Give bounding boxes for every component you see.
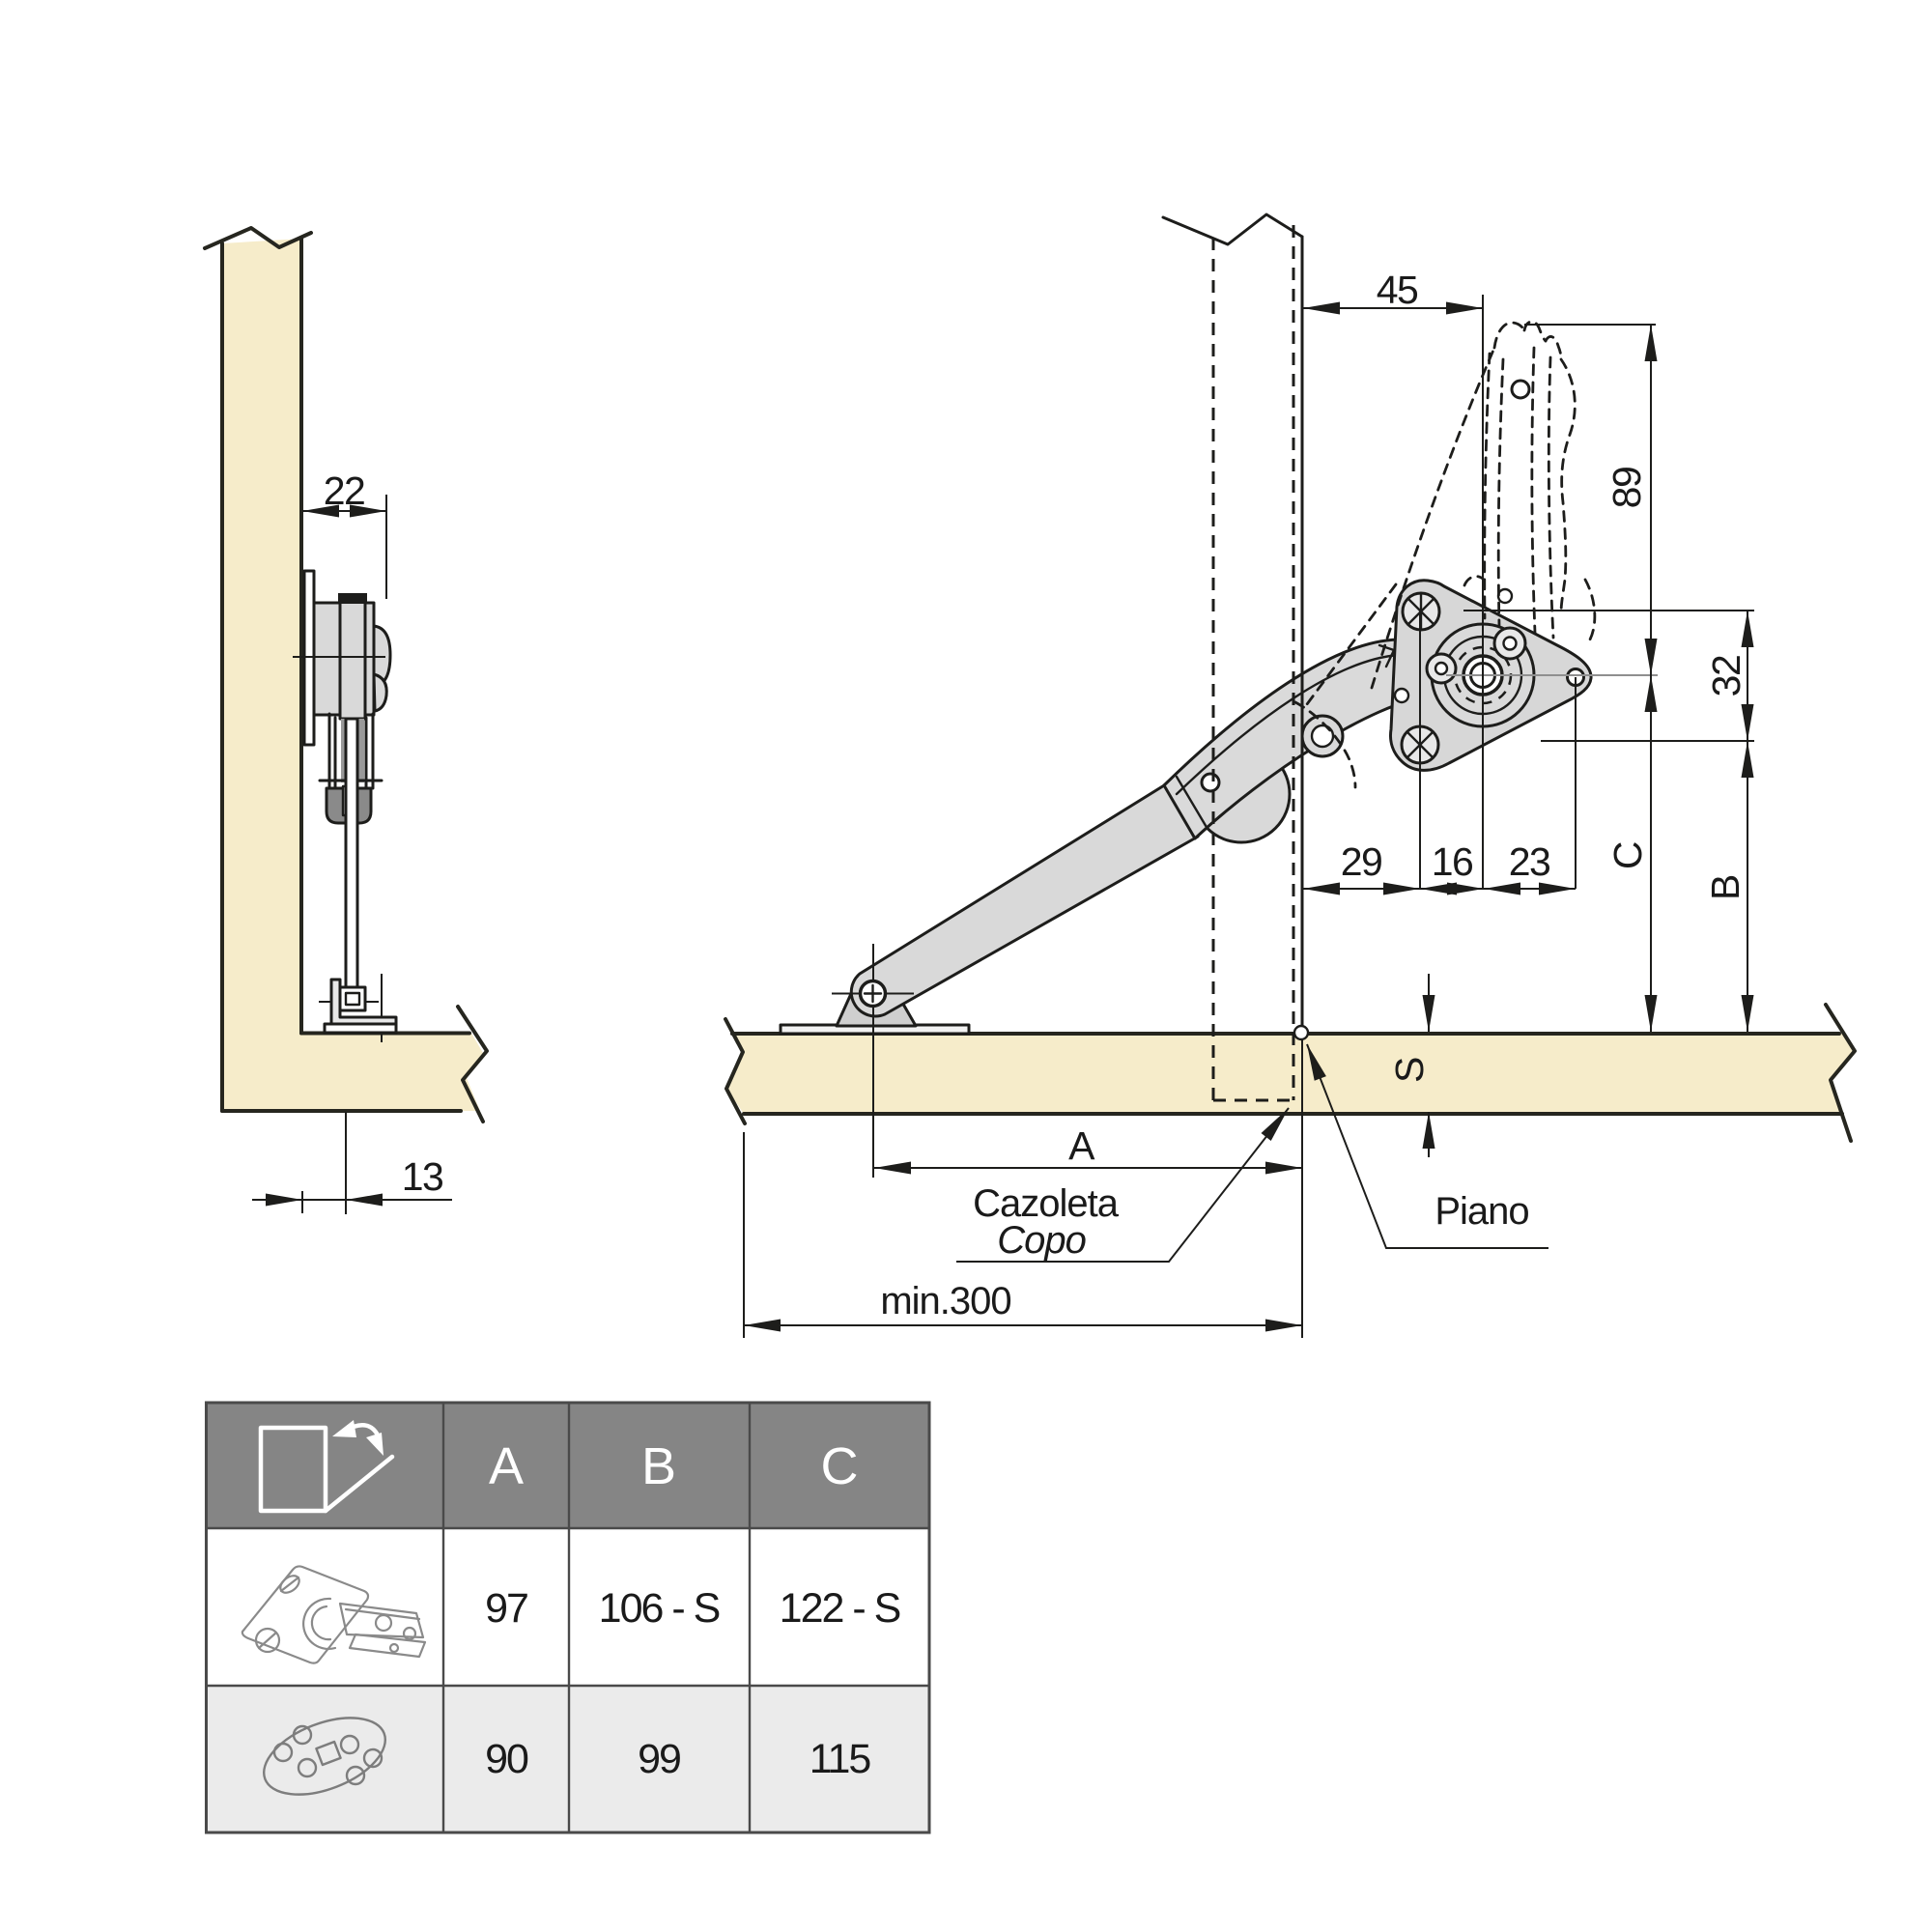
- svg-text:97: 97: [485, 1585, 527, 1632]
- svg-text:16: 16: [1432, 839, 1473, 884]
- svg-text:45: 45: [1377, 268, 1418, 312]
- svg-text:C: C: [1605, 841, 1650, 869]
- svg-text:Piano: Piano: [1435, 1190, 1528, 1233]
- svg-text:106 - S: 106 - S: [599, 1585, 720, 1632]
- svg-text:32: 32: [1704, 656, 1748, 697]
- svg-text:B: B: [1703, 875, 1747, 900]
- svg-text:99: 99: [638, 1736, 680, 1782]
- svg-text:22: 22: [324, 469, 365, 513]
- svg-text:B: B: [641, 1437, 676, 1495]
- svg-text:13: 13: [402, 1154, 443, 1199]
- svg-text:A: A: [489, 1437, 524, 1495]
- svg-text:122 - S: 122 - S: [780, 1585, 900, 1632]
- svg-text:Copo: Copo: [997, 1219, 1086, 1262]
- svg-text:115: 115: [810, 1736, 871, 1782]
- svg-text:90: 90: [485, 1736, 528, 1782]
- svg-text:Cazoleta: Cazoleta: [973, 1182, 1120, 1225]
- svg-text:A: A: [1068, 1123, 1095, 1168]
- svg-text:89: 89: [1605, 468, 1649, 509]
- svg-text:29: 29: [1341, 839, 1382, 884]
- svg-text:min.300: min.300: [880, 1280, 1010, 1322]
- svg-text:S: S: [1387, 1058, 1432, 1083]
- svg-text:C: C: [821, 1437, 859, 1495]
- svg-text:23: 23: [1509, 839, 1550, 884]
